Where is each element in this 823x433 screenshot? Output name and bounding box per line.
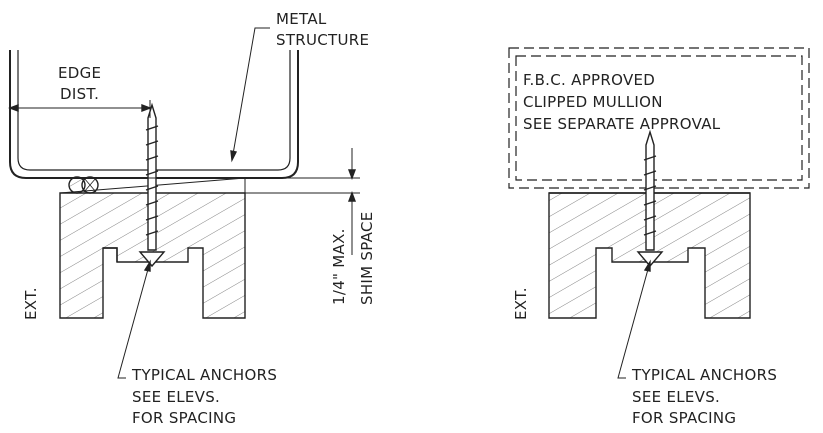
metal-structure-label-1: METAL xyxy=(276,10,327,28)
left-anchor-screw xyxy=(138,102,166,268)
mullion-label-3: SEE SEPARATE APPROVAL xyxy=(523,115,721,133)
left-anchors-label-2: SEE ELEVS. xyxy=(132,388,221,406)
left-detail xyxy=(8,27,360,379)
right-detail xyxy=(508,47,810,379)
right-anchor-screw xyxy=(636,129,664,268)
shim-max-label: 1/4" MAX. xyxy=(330,228,348,305)
shim-space-label: SHIM SPACE xyxy=(358,211,376,306)
ext-label-right: EXT. xyxy=(512,287,530,320)
ext-label-left: EXT. xyxy=(22,287,40,320)
right-anchors-label-2: SEE ELEVS. xyxy=(632,388,721,406)
left-anchors-label-3: FOR SPACING xyxy=(132,409,237,427)
mullion-label-2: CLIPPED MULLION xyxy=(523,93,663,111)
metal-structure-label-2: STRUCTURE xyxy=(276,31,370,49)
right-anchors-label-3: FOR SPACING xyxy=(632,409,737,427)
left-anchors-label-1: TYPICAL ANCHORS xyxy=(132,366,278,384)
mullion-label-1: F.B.C. APPROVED xyxy=(523,71,656,89)
right-anchors-label-1: TYPICAL ANCHORS xyxy=(632,366,778,384)
mullion-inner-box xyxy=(515,55,803,181)
edge-dist-label-1: EDGE xyxy=(58,64,102,82)
edge-dist-label-2: DIST. xyxy=(60,85,100,103)
backer-rod xyxy=(68,176,86,194)
mullion-outer-box xyxy=(508,47,810,189)
